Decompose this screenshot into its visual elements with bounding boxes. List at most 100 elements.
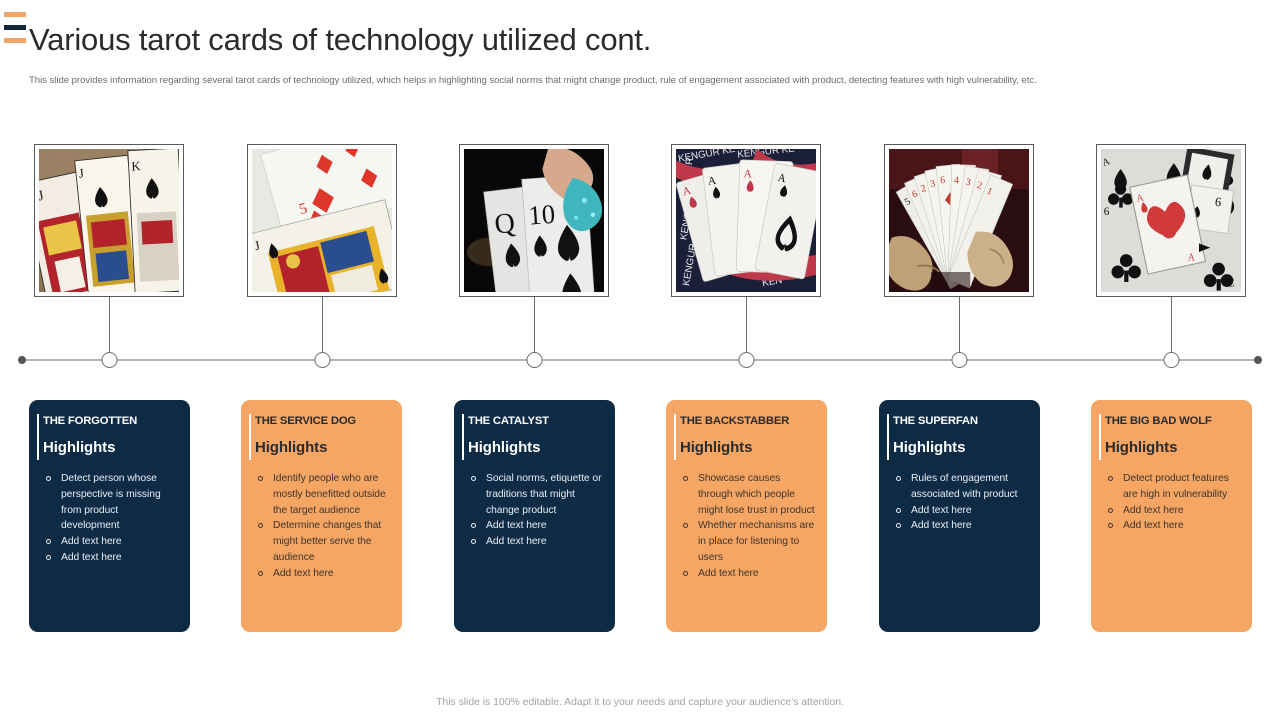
photo-frame-1: J J K [34, 144, 184, 297]
photo-frame-4: KENGUR KE KENGUR KE KENGUR KENGUR KENGUR… [671, 144, 821, 297]
photo-frame-5: 5 6 2 3 6 4 3 2 1 [884, 144, 1034, 297]
bullet-text: Social norms, etiquette or traditions th… [486, 473, 602, 516]
svg-text:6: 6 [1104, 206, 1110, 218]
card-accent-bar [674, 414, 676, 460]
highlight-card-the-big-bad-wolf[interactable]: THE BIG BAD WOLF Highlights Detect produ… [1091, 400, 1252, 632]
bullet-text: Add text here [486, 520, 547, 532]
highlight-cards-row: THE FORGOTTEN Highlights Detect person w… [0, 400, 1280, 632]
list-item: Add text here [893, 503, 1029, 519]
bullet-circle-icon [896, 476, 901, 481]
list-item: Determine changes that might better serv… [255, 518, 391, 565]
card-bullet-list: Social norms, etiquette or traditions th… [468, 471, 604, 550]
bullet-text: Add text here [698, 567, 759, 579]
bullet-text: Determine changes that might better serv… [273, 520, 382, 563]
bullet-circle-icon [896, 523, 901, 529]
svg-text:4: 4 [954, 175, 959, 186]
deco-bar-orange-top [4, 12, 26, 17]
bullet-text: Add text here [911, 504, 972, 516]
bullet-circle-icon [471, 476, 476, 481]
list-item: Add text here [43, 550, 179, 566]
bullet-circle-icon [683, 523, 688, 529]
card-accent-bar [462, 414, 464, 460]
svg-text:A: A [1101, 156, 1112, 169]
svg-text:6: 6 [940, 175, 946, 187]
svg-text:6: 6 [911, 188, 920, 200]
card-subtitle: Highlights [43, 439, 116, 456]
face-cards-closeup-photo: J J K [39, 149, 179, 292]
list-item: Whether mechanisms are in place for list… [680, 518, 816, 565]
card-subtitle: Highlights [468, 439, 541, 456]
highlight-card-the-backstabber[interactable]: THE BACKSTABBER Highlights Showcase caus… [666, 400, 827, 632]
bullet-text: Add text here [911, 520, 972, 532]
svg-text:A: A [743, 168, 752, 180]
card-bullet-list: Showcase causes through which people mig… [680, 471, 816, 582]
photo-frame-3: Q 10 [459, 144, 609, 297]
bullet-text: Add text here [486, 536, 547, 548]
bullet-circle-icon [258, 523, 263, 529]
bullet-text: Detect product features are high in vuln… [1123, 473, 1229, 500]
bullet-circle-icon [258, 476, 263, 481]
card-bullet-list: Detect product features are high in vuln… [1105, 471, 1241, 534]
bullet-text: Add text here [273, 567, 334, 579]
list-item: Detect product features are high in vuln… [1105, 471, 1241, 503]
bullet-circle-icon [683, 570, 688, 576]
list-item: Add text here [468, 518, 604, 534]
card-subtitle: Highlights [255, 439, 328, 456]
photo-frame-2: 5 J [247, 144, 397, 297]
bullet-circle-icon [46, 476, 51, 481]
list-item: Add text here [43, 534, 179, 550]
card-bullet-list: Rules of engagement associated with prod… [893, 471, 1029, 534]
bullet-circle-icon [471, 539, 476, 545]
svg-text:J: J [253, 238, 261, 253]
svg-text:1: 1 [985, 186, 994, 198]
card-accent-bar [249, 414, 251, 460]
bullet-circle-icon [258, 570, 263, 576]
bullet-text: Rules of engagement associated with prod… [911, 473, 1018, 500]
svg-text:A: A [1188, 252, 1196, 263]
card-subtitle: Highlights [893, 439, 966, 456]
bullet-circle-icon [1108, 507, 1113, 513]
highlight-card-the-service-dog[interactable]: THE SERVICE DOG Highlights Identify peop… [241, 400, 402, 632]
five-of-diamonds-photo: 5 J [252, 149, 392, 292]
bullet-text: Add text here [1123, 504, 1184, 516]
svg-text:J: J [78, 166, 84, 181]
list-item: Add text here [468, 534, 604, 550]
card-title: THE SERVICE DOG [255, 415, 356, 427]
bullet-circle-icon [471, 523, 476, 529]
card-bullet-list: Detect person whose perspective is missi… [43, 471, 179, 566]
scattered-cards-photo: A 6 C 6 [1101, 149, 1241, 292]
list-item: Detect person whose perspective is missi… [43, 471, 179, 534]
list-item: Showcase causes through which people mig… [680, 471, 816, 518]
list-item: Add text here [255, 566, 391, 582]
list-item: Rules of engagement associated with prod… [893, 471, 1029, 503]
deco-bar-navy [4, 25, 26, 30]
card-title: THE CATALYST [468, 415, 549, 427]
queen-ten-spades-photo: Q 10 [464, 149, 604, 292]
highlight-card-the-catalyst[interactable]: THE CATALYST Highlights Social norms, et… [454, 400, 615, 632]
card-subtitle: Highlights [1105, 439, 1178, 456]
svg-text:A: A [777, 172, 788, 186]
bullet-circle-icon [896, 507, 901, 513]
deco-bar-orange-bottom [4, 38, 26, 43]
svg-text:10: 10 [527, 199, 556, 231]
bullet-text: Detect person whose perspective is missi… [61, 473, 161, 532]
bullet-circle-icon [1108, 523, 1113, 529]
highlight-card-the-forgotten[interactable]: THE FORGOTTEN Highlights Detect person w… [29, 400, 190, 632]
svg-text:KENGUR KE: KENGUR KE [737, 149, 796, 161]
svg-text:6: 6 [1214, 195, 1222, 210]
hand-fan-cards-photo: 5 6 2 3 6 4 3 2 1 [889, 149, 1029, 292]
svg-text:J: J [39, 187, 46, 204]
bullet-text: Add text here [1123, 520, 1184, 532]
bullet-circle-icon [46, 554, 51, 560]
card-accent-bar [887, 414, 889, 460]
highlight-card-the-superfan[interactable]: THE SUPERFAN Highlights Rules of engagem… [879, 400, 1040, 632]
footer-note: This slide is 100% editable. Adapt it to… [436, 696, 844, 708]
svg-text:3: 3 [929, 178, 936, 190]
header-decoration [4, 12, 26, 51]
svg-text:A: A [681, 184, 693, 198]
svg-text:A: A [707, 175, 717, 188]
photo-row: J J K [0, 144, 1280, 299]
card-accent-bar [1099, 414, 1101, 460]
bullet-text: Identify people who are mostly benefitte… [273, 473, 386, 516]
bullet-circle-icon [683, 476, 688, 481]
